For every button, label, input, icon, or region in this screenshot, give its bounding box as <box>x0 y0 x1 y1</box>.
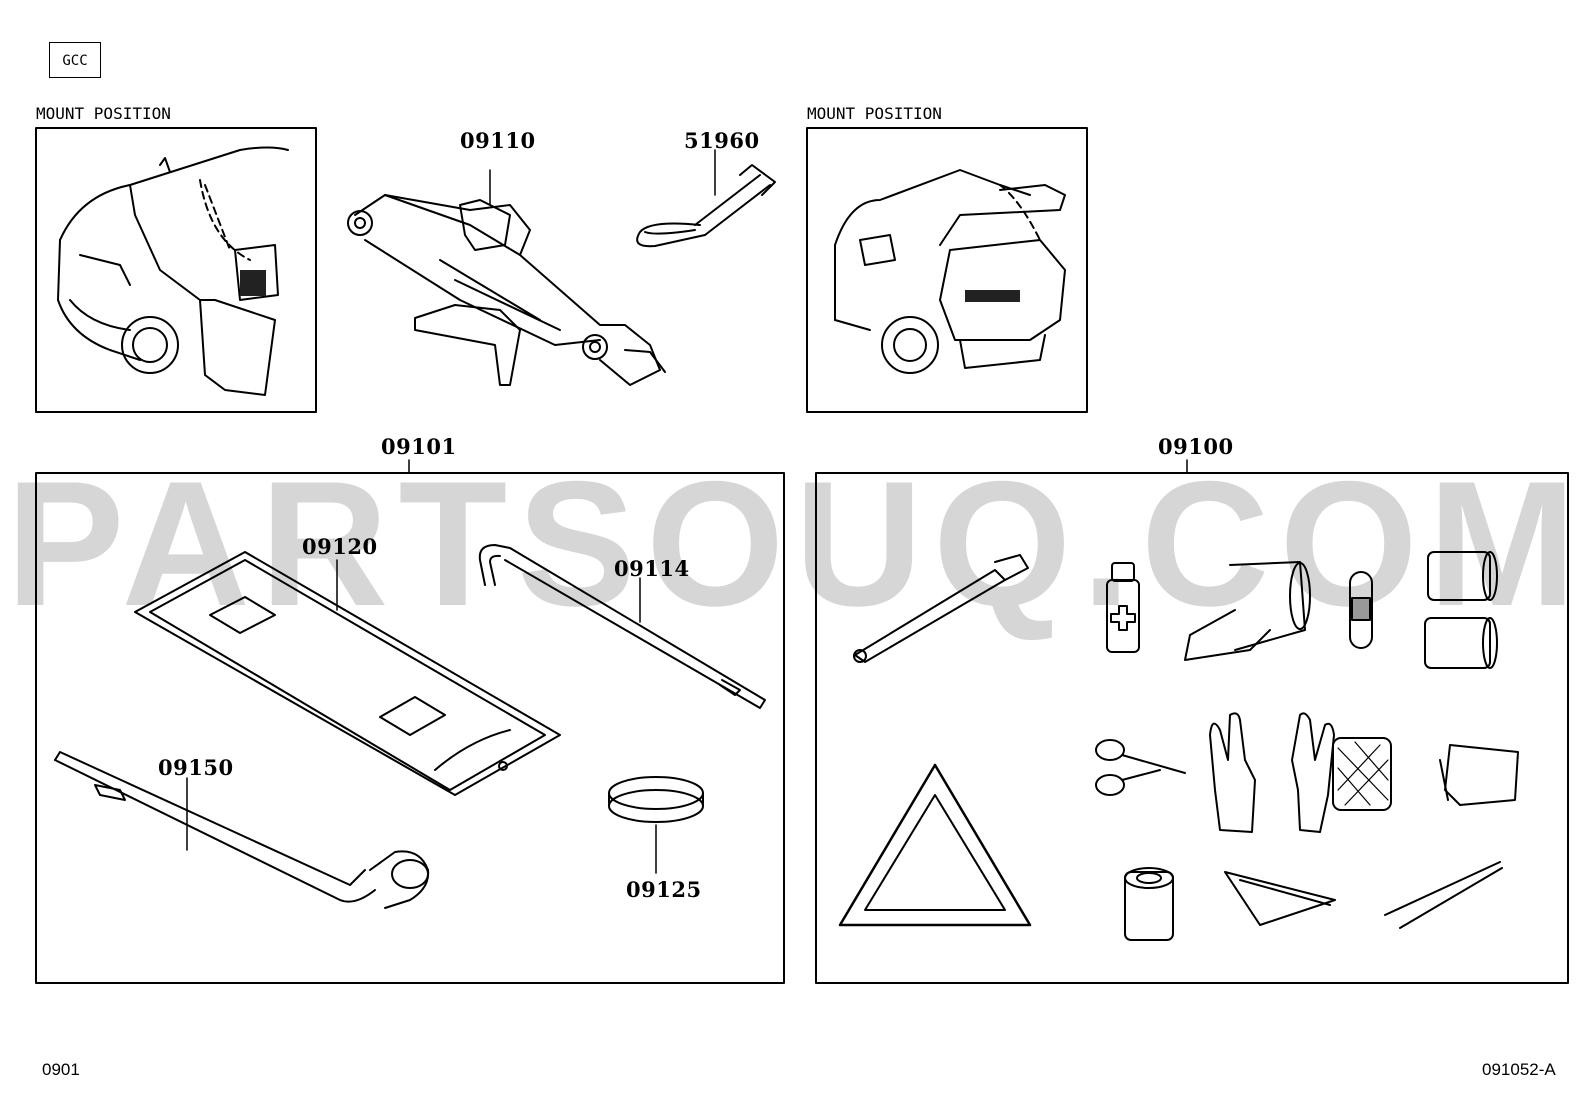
region-badge: GCC <box>49 42 101 78</box>
jack-illustration <box>347 169 666 386</box>
part-number-towing-hook[interactable]: 51960 <box>684 128 760 153</box>
part-number-jack[interactable]: 09110 <box>460 128 536 153</box>
mount-position-rear-illustration <box>806 127 1088 413</box>
jack-handle-illustration <box>478 544 766 709</box>
tool-bag-illustration <box>134 551 561 796</box>
towing-hook-illustration <box>636 149 776 248</box>
part-number-band[interactable]: 09125 <box>626 877 702 902</box>
part-number-tool-bag[interactable]: 09120 <box>302 534 378 559</box>
mount-position-label-rear: MOUNT POSITION <box>807 104 942 123</box>
footer-left-code: 0901 <box>42 1060 80 1079</box>
part-number-emergency-kit[interactable]: 09100 <box>1158 434 1234 459</box>
emergency-kit-illustration <box>838 551 1519 941</box>
part-number-jack-handle[interactable]: 09114 <box>614 556 690 581</box>
mount-position-front-illustration <box>35 127 317 413</box>
footer-right-code: 091052-A <box>1482 1060 1556 1079</box>
part-number-wheel-wrench[interactable]: 09150 <box>158 755 234 780</box>
band-illustration <box>608 776 704 874</box>
mount-position-label-front: MOUNT POSITION <box>36 104 171 123</box>
part-number-tool-set[interactable]: 09101 <box>381 434 457 459</box>
wheel-wrench-illustration <box>54 751 430 909</box>
